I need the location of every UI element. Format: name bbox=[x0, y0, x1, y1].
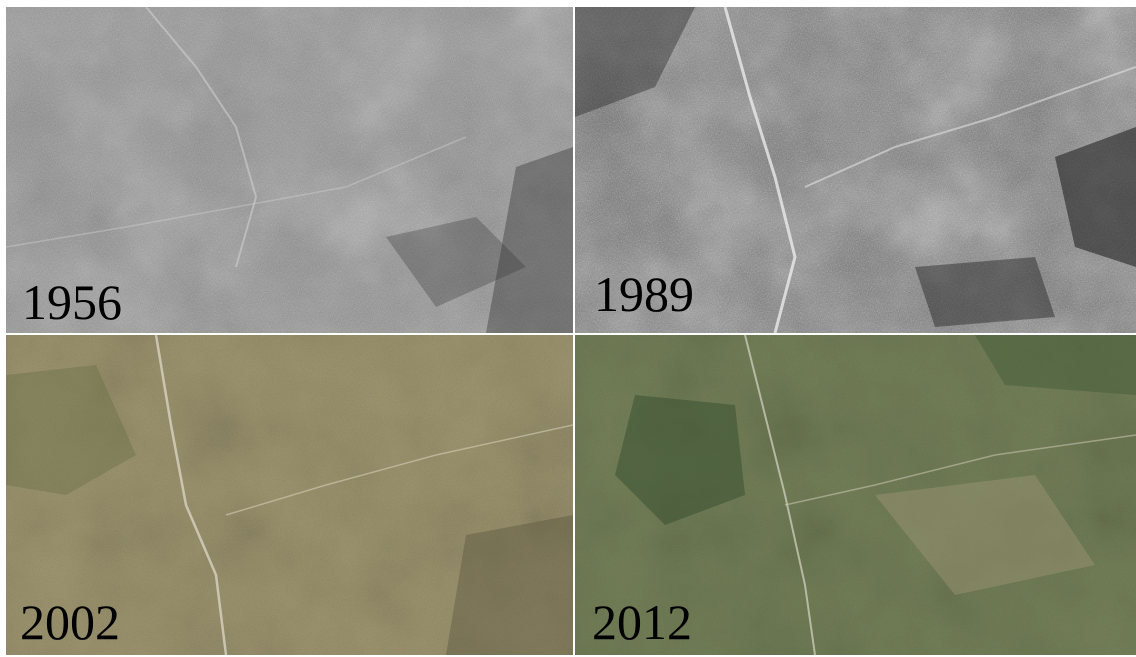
aerial-photo-1956 bbox=[6, 7, 573, 333]
aerial-photo-grid: 1956 1989 2002 bbox=[6, 7, 1136, 655]
aerial-photo-panel: 1989 bbox=[575, 7, 1136, 333]
year-label: 1989 bbox=[594, 266, 694, 322]
aerial-photo-2002 bbox=[6, 335, 573, 655]
year-label: 2002 bbox=[20, 594, 120, 650]
aerial-photo-2012 bbox=[575, 335, 1136, 655]
aerial-photo-panel: 1956 bbox=[6, 7, 573, 333]
aerial-photo-panel: 2002 bbox=[6, 335, 573, 655]
year-label: 2012 bbox=[592, 594, 692, 650]
aerial-photo-1989 bbox=[575, 7, 1136, 333]
aerial-photo-panel: 2012 bbox=[575, 335, 1136, 655]
year-label: 1956 bbox=[22, 274, 122, 330]
